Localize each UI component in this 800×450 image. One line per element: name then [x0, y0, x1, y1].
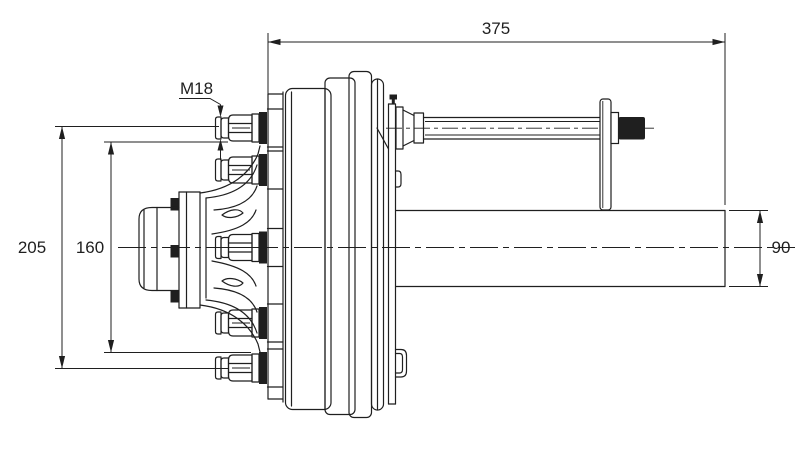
dim-label-205: 205	[18, 238, 46, 257]
rod-threaded-end	[610, 111, 645, 145]
axle-tube	[395, 209, 726, 288]
anchor-bracket	[394, 348, 408, 378]
thread-block	[618, 117, 645, 140]
dim-tube-size: 90	[729, 210, 791, 287]
camshaft-rod	[422, 116, 619, 140]
dim-left-inner: 160	[76, 141, 251, 353]
dim-label-160: 160	[76, 238, 104, 257]
wheel-studs	[214, 108, 284, 388]
brake-drum	[284, 70, 385, 419]
dim-overall-length: 375	[267, 19, 726, 205]
wheel-stud	[214, 150, 284, 190]
dim-label-375: 375	[482, 19, 510, 38]
brake-backplate	[376, 103, 408, 405]
dim-left-outer: 205	[18, 126, 229, 369]
cap-bolt	[170, 198, 179, 211]
hub-casting-webs	[199, 145, 261, 353]
dim-label-90: 90	[772, 238, 791, 257]
dim-stud-thread: M18	[179, 79, 224, 160]
grease-nipple	[389, 94, 397, 104]
cap-bolt	[170, 245, 179, 258]
wheel-stud	[214, 108, 284, 148]
cap-bolt	[170, 290, 179, 303]
slack-adjuster-lever	[599, 98, 612, 211]
stud-plate	[267, 91, 284, 403]
hub-cap	[138, 206, 180, 292]
dim-label-m18: M18	[180, 79, 213, 98]
wheel-stud	[214, 303, 284, 343]
camshaft-mount	[395, 106, 425, 150]
hub-flange	[170, 191, 201, 309]
